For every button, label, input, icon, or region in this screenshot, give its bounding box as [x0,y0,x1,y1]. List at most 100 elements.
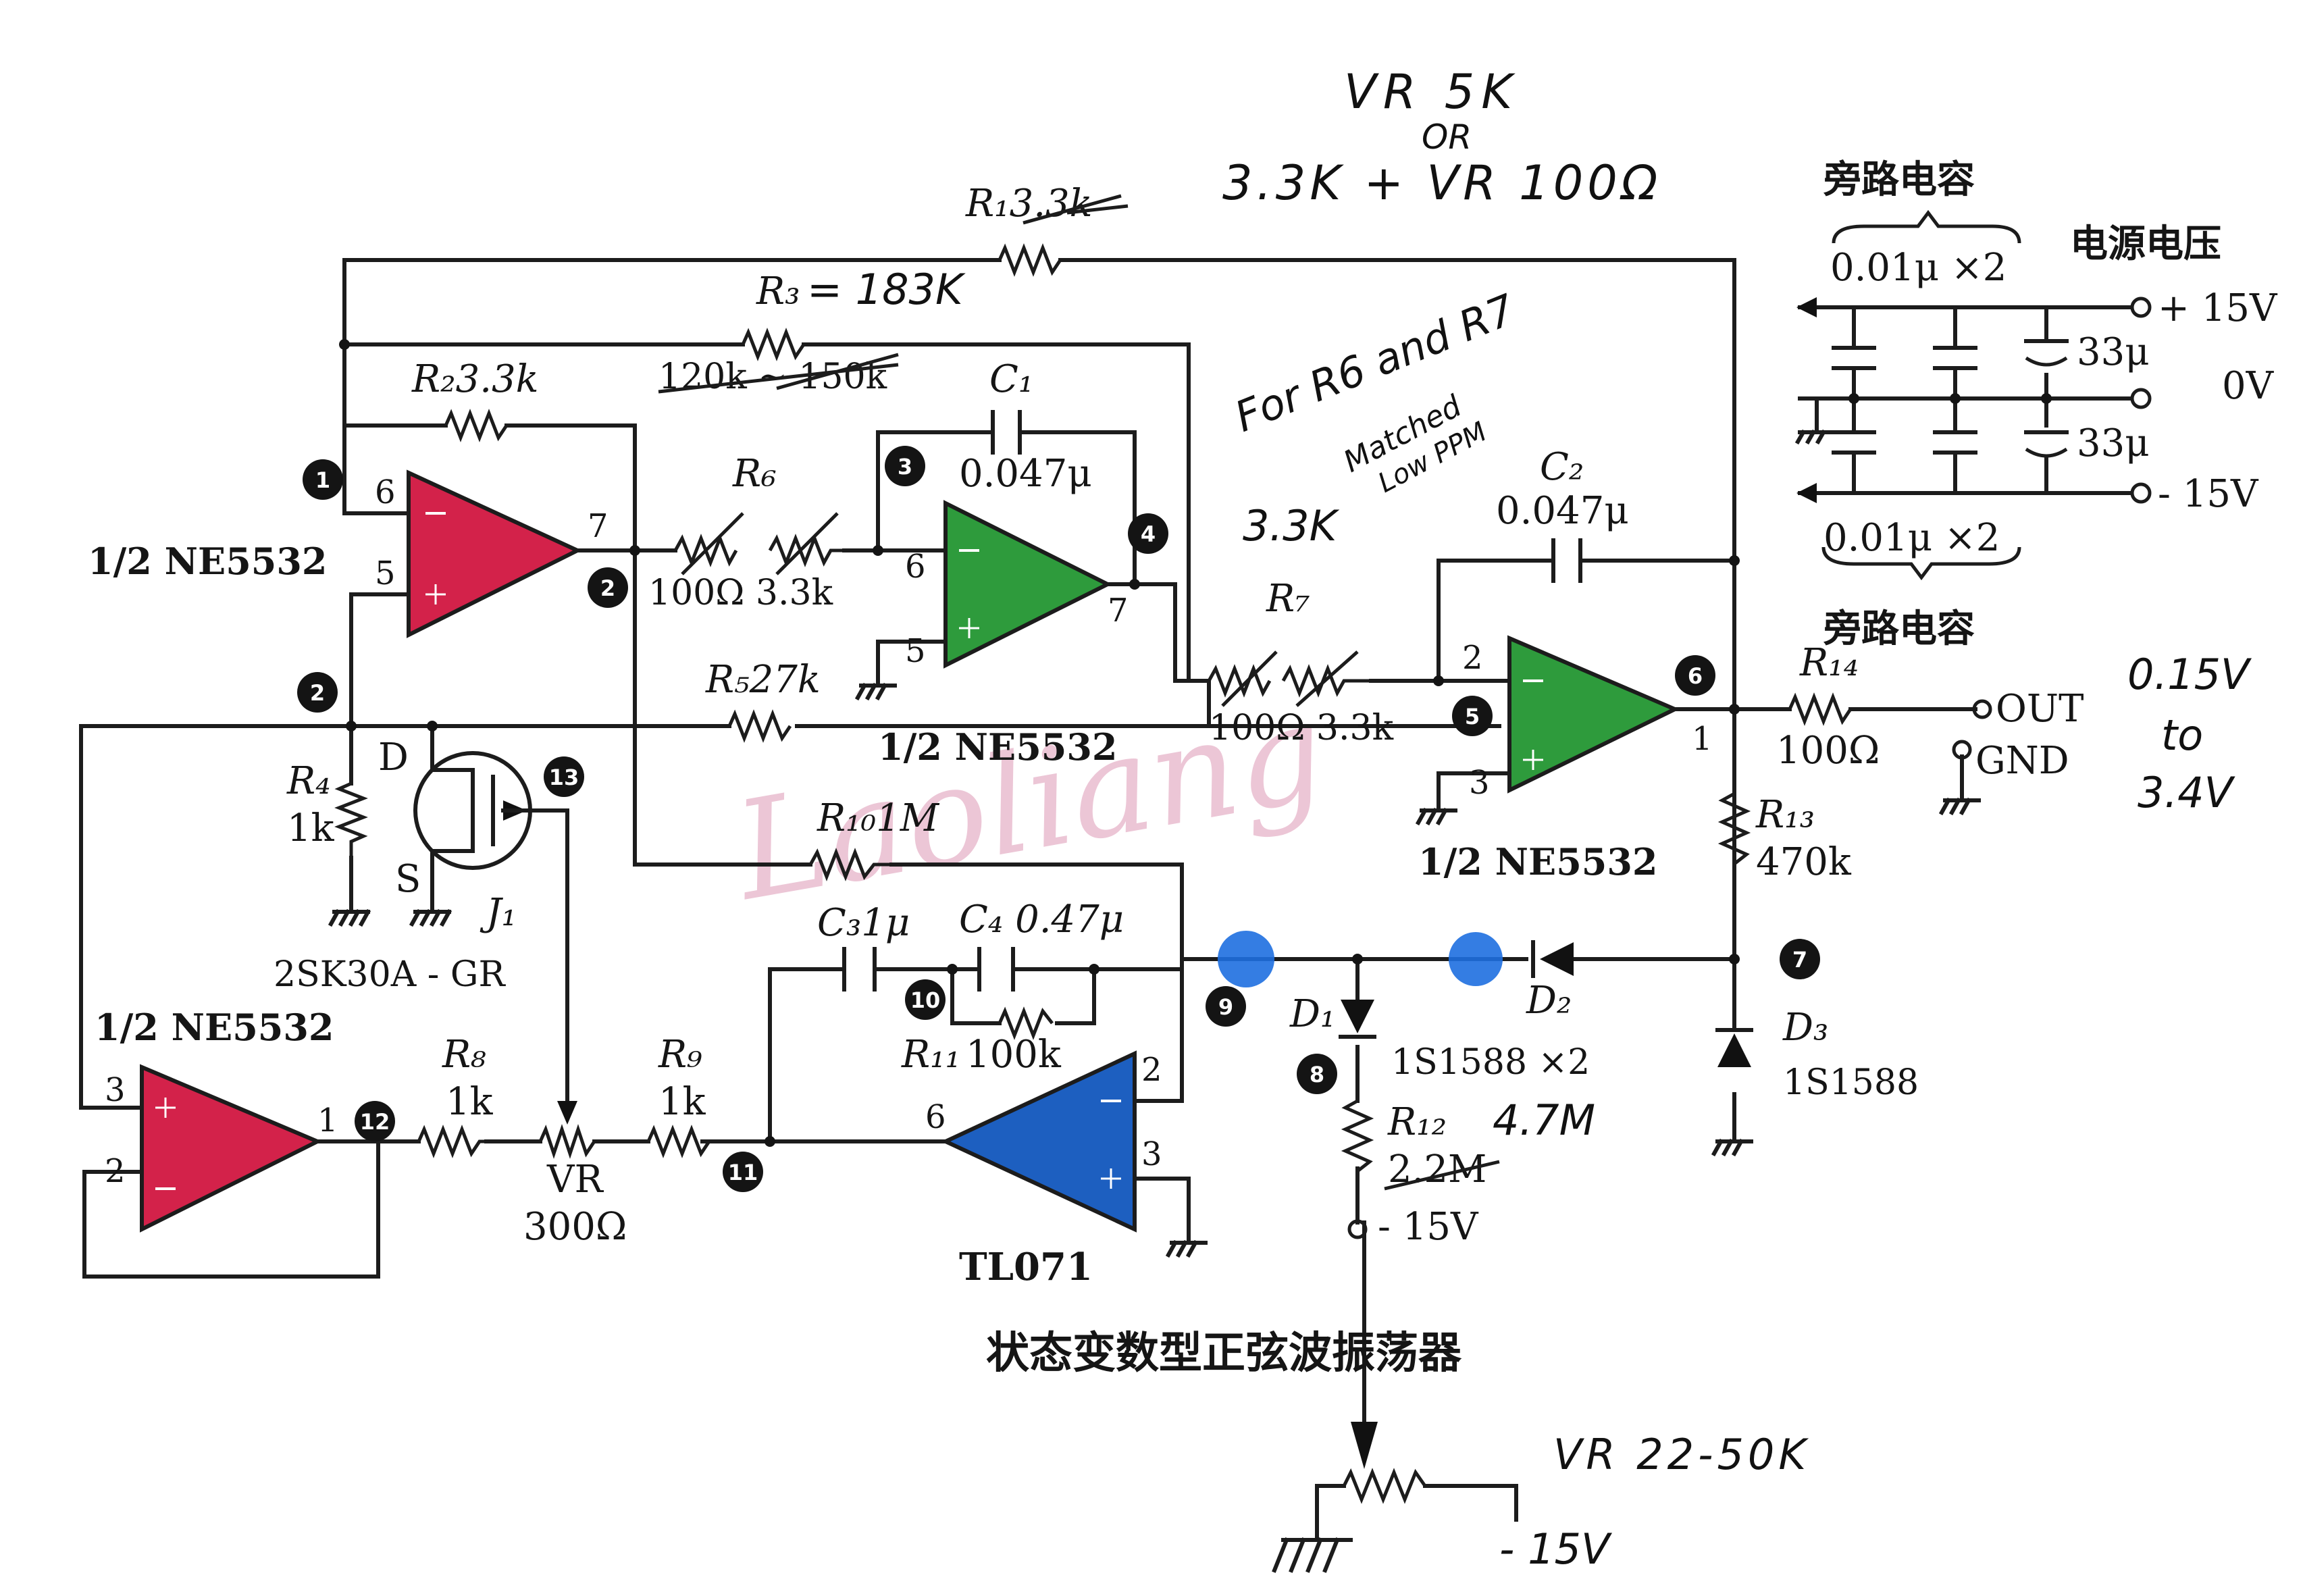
r8-label: R₈ [442,1033,486,1077]
jfet-label: 2SK30A - GR [274,954,506,995]
resistors [334,243,1853,1173]
ne-top: 1/2 NE5532 [88,540,327,583]
pin-numbers: 6 5 7 6 5 7 2 3 1 3 2 1 2 3 6 [105,473,1713,1190]
svg-text:2: 2 [310,680,325,706]
r12-label: R₁₂ [1387,1100,1447,1144]
svg-text:3: 3 [1141,1135,1162,1173]
svg-text:7: 7 [1792,947,1807,973]
svg-text:5: 5 [375,555,396,592]
r4-val: 1k [287,806,335,850]
ne-bottom: 1/2 NE5532 [95,1006,334,1049]
r2 [444,409,509,442]
svg-text:3: 3 [105,1071,126,1109]
c2-val: 0.047μ [1496,489,1629,533]
ne-right: 1/2 NE5532 [1418,840,1657,883]
note-vr5k: VR 5K [1344,64,1519,120]
d3-label: D₃ [1782,1006,1828,1050]
svg-text:9: 9 [1218,994,1233,1020]
r9-label: R₉ [658,1033,702,1077]
d1-part: 1S1588 ×2 [1391,1042,1590,1083]
opamp-u1 [393,469,582,638]
zero-v-label: 0V [2222,364,2275,408]
r7-label: R₇ [1266,577,1310,621]
c2 [1551,538,1582,583]
r7-vals: 100Ω 3.3k [1209,708,1394,748]
svg-text:6: 6 [1688,663,1703,689]
c3 [842,947,877,992]
r8 [417,1125,486,1158]
minus15-label: - 15V [1378,1205,1479,1249]
r6-label: R₆ [732,452,777,496]
cap-top: 0.01μ ×2 [1830,246,2007,290]
c1 [991,410,1022,455]
c4-label: C₄ 0.47μ [959,898,1124,942]
vr-pot [538,1124,596,1159]
svg-text:5: 5 [1465,704,1480,729]
r3 [741,328,806,361]
svg-text:2: 2 [105,1152,126,1190]
r1 [998,243,1062,277]
r11-label: R₁₁ [901,1033,960,1077]
d3-part: 1S1588 [1783,1062,1919,1103]
opamp-u2 [930,500,1112,669]
note-3k3: 3.3K [1243,501,1340,550]
grounds [328,682,1981,1573]
r5 [727,709,792,743]
tl071-label: TL071 [959,1245,1093,1289]
svg-text:2: 2 [600,575,615,601]
bypass-bottom: 旁路电容 [1823,607,1975,651]
note-vr-bottom: VR 22-50K [1553,1430,1810,1479]
labels: R₁3.3k R₃ 120k ~ 150k R₂3.3k C₁ 0.047μ R… [88,157,2278,1379]
c1-val: 0.047μ [959,452,1092,496]
r3-label: R₃ [756,269,800,313]
capacitors [842,410,1582,992]
note-out-1: 0.15V [2127,650,2252,699]
svg-text:13: 13 [549,765,579,790]
r3-old: 120k ~ 150k [658,357,887,397]
cap33-b: 33μ [2077,421,2150,465]
minus15-supply: - 15V [2158,472,2259,516]
blue-marker-right [1449,932,1503,986]
d-label: D [378,736,409,779]
svg-text:3: 3 [1469,764,1490,802]
diagram-title: 状态变数型正弦波振荡器 [986,1328,1462,1379]
r11-val: 100k [966,1033,1062,1077]
svg-text:8: 8 [1310,1062,1324,1087]
svg-text:10: 10 [910,987,941,1013]
r14-label: R₁₄ [1799,641,1859,685]
d1-diode [1341,1000,1374,1033]
c3-label: C₃1μ [817,901,910,945]
r5-label: R₅27k [705,658,821,702]
c4 [977,947,1015,992]
r7a [1207,664,1272,698]
svg-text:3: 3 [898,454,912,480]
c2-label: C₂ [1540,445,1584,489]
note-r3-new: = 183K [807,265,966,314]
svg-text:1: 1 [315,467,330,493]
note-or: OR [1422,118,1472,157]
r6-vals: 100Ω 3.3k [648,573,833,613]
d2-label: D₂ [1526,979,1572,1023]
gnd-label: GND [1975,739,2069,783]
d2-diode [1540,942,1574,976]
r14 [1788,692,1853,726]
plus15-label: + 15V [2158,286,2278,330]
opamp-u3 [1497,635,1680,794]
vr-val: 300Ω [523,1205,627,1249]
svg-text:6: 6 [375,473,396,511]
vr-label: VR [546,1158,604,1202]
svg-text:12: 12 [360,1109,390,1135]
j1-label: J₁ [480,891,517,935]
r14-val: 100Ω [1776,729,1880,773]
r13 [1717,792,1751,878]
r1-label: R₁3.3k [965,182,1093,226]
opamp-u4 [130,1064,323,1233]
r4-label: R₄ [286,759,331,803]
blue-marker-left [1218,931,1274,987]
r7b [1281,664,1371,698]
r9-val: 1k [658,1080,706,1124]
d1-label: D₁ [1289,992,1335,1036]
note-r12-new: 4.7M [1493,1096,1595,1145]
ne-mid: 1/2 NE5532 [878,725,1117,769]
